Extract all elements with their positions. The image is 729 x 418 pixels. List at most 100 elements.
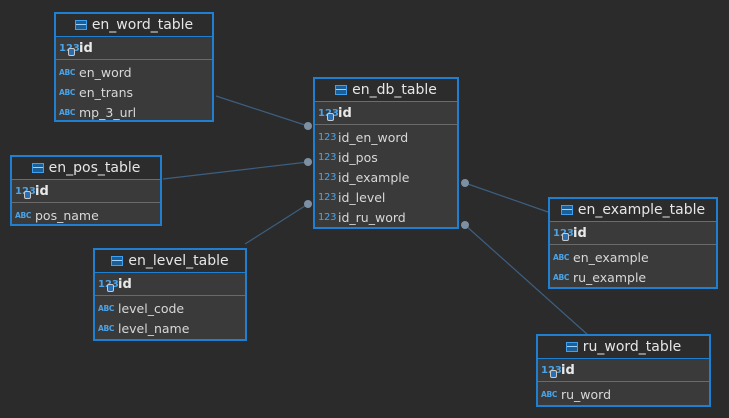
table-icon xyxy=(111,256,124,266)
column-row[interactable]: ABC ru_word xyxy=(538,384,709,404)
column-row[interactable]: ABC en_example xyxy=(550,247,716,267)
column-row[interactable]: ABC en_word xyxy=(56,62,212,82)
table-header[interactable]: en_db_table xyxy=(315,79,457,102)
text-type-icon: ABC xyxy=(553,272,570,282)
column-row[interactable]: ABC mp_3_url xyxy=(56,102,212,122)
primary-key-row[interactable]: 123 id xyxy=(550,222,716,245)
relation-ru-word xyxy=(464,224,589,336)
relation-en-word xyxy=(215,95,309,127)
text-type-icon: ABC xyxy=(59,107,76,117)
relation-en-pos-endpoint xyxy=(304,158,312,166)
numeric-type-icon: 123 xyxy=(318,171,337,183)
table-en-db[interactable]: en_db_table 123 id 123 id_en_word 123 id… xyxy=(313,77,459,229)
text-type-icon: ABC xyxy=(553,252,570,262)
relation-en-example xyxy=(464,182,549,213)
table-name: en_word_table xyxy=(91,17,194,33)
table-icon xyxy=(31,163,44,173)
column-name: ru_example xyxy=(573,269,647,285)
primary-key-row[interactable]: 123 id xyxy=(538,359,709,382)
relation-en-example-endpoint xyxy=(461,179,469,187)
table-en-example[interactable]: en_example_table 123 id ABC en_example A… xyxy=(548,197,718,289)
table-icon xyxy=(565,342,578,352)
column-name: id_pos xyxy=(338,149,378,165)
column-name: ru_word xyxy=(561,386,612,402)
key-icon xyxy=(327,112,334,121)
text-type-icon: ABC xyxy=(541,389,558,399)
table-icon xyxy=(560,205,573,215)
table-header[interactable]: en_word_table xyxy=(56,14,212,37)
table-en-pos[interactable]: en_pos_table 123 id ABC pos_name xyxy=(10,155,162,226)
column-name: id xyxy=(35,183,49,199)
column-name: id_example xyxy=(338,169,410,185)
numeric-type-icon: 123 xyxy=(318,191,337,203)
column-name: id_en_word xyxy=(338,129,409,145)
column-row[interactable]: ABC pos_name xyxy=(12,205,160,225)
table-header[interactable]: en_level_table xyxy=(95,250,245,273)
table-en-level[interactable]: en_level_table 123 id ABC level_code ABC… xyxy=(93,248,247,341)
column-name: en_word xyxy=(79,64,132,80)
table-name: en_example_table xyxy=(577,202,706,218)
relation-ru-word-endpoint xyxy=(461,221,469,229)
text-type-icon: ABC xyxy=(15,210,32,220)
column-name: level_code xyxy=(118,300,185,316)
table-name: ru_word_table xyxy=(582,339,682,355)
column-row[interactable]: 123 id_en_word xyxy=(315,127,457,147)
text-type-icon: ABC xyxy=(59,87,76,97)
relation-en-pos xyxy=(162,161,309,180)
column-row[interactable]: 123 id_example xyxy=(315,167,457,187)
numeric-type-icon: 123 xyxy=(15,186,36,199)
table-header[interactable]: en_pos_table xyxy=(12,157,160,180)
numeric-type-icon: 123 xyxy=(318,151,337,163)
primary-key-row[interactable]: 123 id xyxy=(95,273,245,296)
numeric-type-icon: 123 xyxy=(541,365,562,378)
numeric-type-icon: 123 xyxy=(553,228,574,241)
key-icon xyxy=(68,47,75,56)
table-name: en_pos_table xyxy=(48,160,141,176)
numeric-type-icon: 123 xyxy=(318,131,337,143)
column-name: mp_3_url xyxy=(79,104,137,120)
column-name: id xyxy=(573,225,587,241)
primary-key-row[interactable]: 123 id xyxy=(12,180,160,203)
table-en-word[interactable]: en_word_table 123 id ABC en_word ABC en_… xyxy=(54,12,214,122)
primary-key-row[interactable]: 123 id xyxy=(315,102,457,125)
relation-en-level xyxy=(244,203,309,245)
column-row[interactable]: ABC level_name xyxy=(95,318,245,338)
table-name: en_db_table xyxy=(352,82,437,98)
numeric-type-icon: 123 xyxy=(98,279,119,292)
column-name: en_example xyxy=(573,249,649,265)
column-name: id xyxy=(561,362,575,378)
text-type-icon: ABC xyxy=(59,67,76,77)
text-type-icon: ABC xyxy=(98,303,115,313)
primary-key-row[interactable]: 123 id xyxy=(56,37,212,60)
table-header[interactable]: ru_word_table xyxy=(538,336,709,359)
column-name: id xyxy=(79,40,93,56)
column-row[interactable]: 123 id_ru_word xyxy=(315,207,457,227)
key-icon xyxy=(107,283,114,292)
key-icon xyxy=(24,190,31,199)
column-row[interactable]: 123 id_level xyxy=(315,187,457,207)
column-name: id_level xyxy=(338,189,386,205)
column-row[interactable]: ABC ru_example xyxy=(550,267,716,287)
text-type-icon: ABC xyxy=(98,323,115,333)
numeric-type-icon: 123 xyxy=(318,211,337,223)
column-name: id xyxy=(338,105,352,121)
key-icon xyxy=(550,369,557,378)
numeric-type-icon: 123 xyxy=(318,108,339,121)
table-ru-word[interactable]: ru_word_table 123 id ABC ru_word xyxy=(536,334,711,407)
table-name: en_level_table xyxy=(128,253,229,269)
column-row[interactable]: ABC en_trans xyxy=(56,82,212,102)
column-name: en_trans xyxy=(79,84,133,100)
column-name: level_name xyxy=(118,320,190,336)
table-icon xyxy=(74,20,87,30)
table-header[interactable]: en_example_table xyxy=(550,199,716,222)
column-row[interactable]: 123 id_pos xyxy=(315,147,457,167)
table-icon xyxy=(335,85,348,95)
column-name: id_ru_word xyxy=(338,209,406,225)
relation-en-word-endpoint xyxy=(304,122,312,130)
column-row[interactable]: ABC level_code xyxy=(95,298,245,318)
column-name: id xyxy=(118,276,132,292)
column-name: pos_name xyxy=(35,207,99,223)
relation-en-level-endpoint xyxy=(304,200,312,208)
numeric-type-icon: 123 xyxy=(59,43,80,56)
